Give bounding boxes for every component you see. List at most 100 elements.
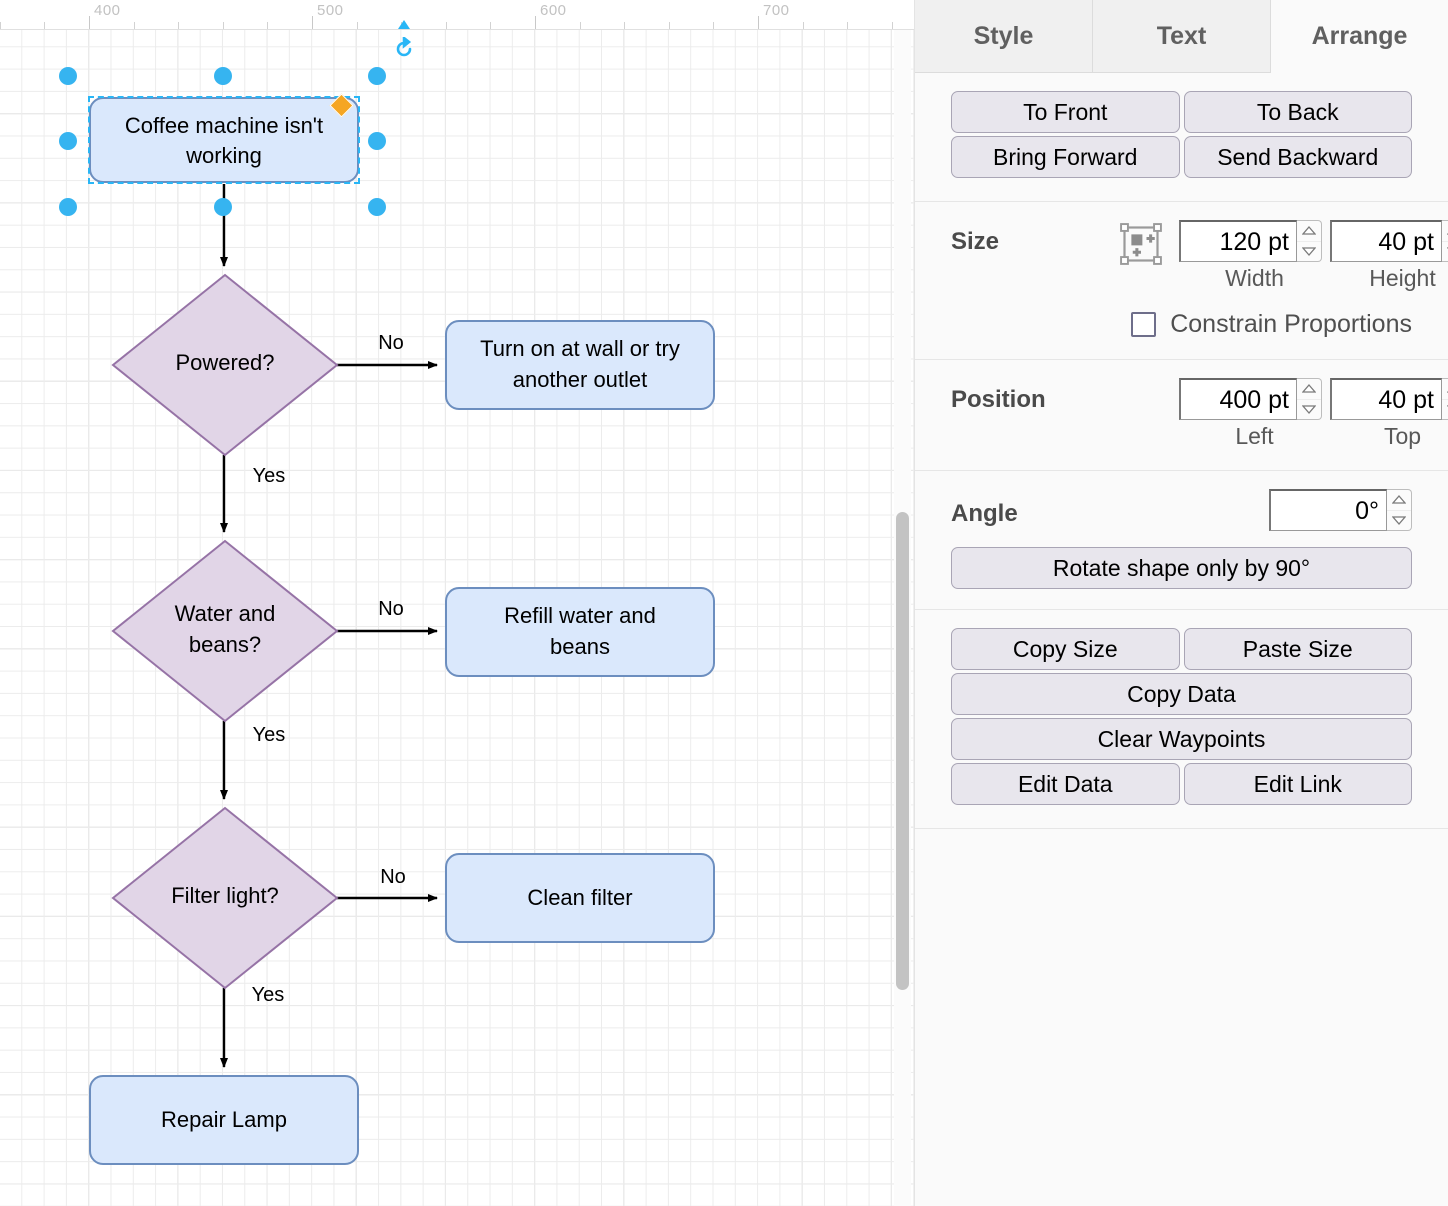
position-section: Position 400 pt [915,360,1448,471]
left-input[interactable]: 400 pt [1179,378,1297,420]
height-input[interactable]: 40 pt [1330,220,1442,262]
bring-forward-button[interactable]: Bring Forward [951,136,1180,178]
ruler-major-tick [89,16,90,29]
ruler-minor-tick [624,22,625,29]
clear-waypoints-row: Clear Waypoints [951,718,1412,760]
ruler-minor-tick [446,22,447,29]
edit-row: Edit Data Edit Link [951,763,1412,805]
clear-waypoints-button[interactable]: Clear Waypoints [951,718,1412,760]
resize-handle-se[interactable] [368,198,386,216]
height-spin-group: 40 pt [1330,220,1448,262]
width-decrement[interactable] [1297,242,1321,262]
panel-tab-bar: Style Text Arrange [915,0,1448,73]
top-increment[interactable] [1442,379,1448,400]
edit-link-button[interactable]: Edit Link [1183,763,1412,805]
height-sublabel: Height [1369,265,1436,291]
ruler-minor-tick [580,22,581,29]
size-section: Size 120 [915,202,1448,360]
ruler-minor-tick [490,22,491,29]
ruler-label: 600 [540,2,567,19]
angle-decrement[interactable] [1387,511,1411,531]
copy-size-button[interactable]: Copy Size [951,628,1180,670]
resize-handle-w[interactable] [59,132,77,150]
ruler-label: 500 [317,2,344,19]
ruler-minor-tick [223,22,224,29]
position-field-row: Position 400 pt [951,378,1448,450]
to-front-button[interactable]: To Front [951,91,1180,133]
copy-data-row: Copy Data [951,673,1412,715]
selection-overlay [59,35,416,216]
rotate-shape-90-button[interactable]: Rotate shape only by 90° [951,547,1412,589]
width-spin-group: 120 pt [1179,220,1322,262]
width-increment[interactable] [1297,221,1321,242]
left-increment[interactable] [1297,379,1321,400]
tab-arrange[interactable]: Arrange [1271,0,1448,73]
angle-stepper[interactable] [1387,489,1412,531]
top-spin-group: 40 pt [1330,378,1448,420]
angle-input[interactable]: 0° [1269,489,1387,531]
resize-handle-sw[interactable] [59,198,77,216]
width-input[interactable]: 120 pt [1179,220,1297,262]
format-panel: Style Text Arrange To Front To Back Brin… [914,0,1448,1206]
resize-handle-nw[interactable] [59,67,77,85]
order-row-2: Bring Forward Send Backward [951,136,1412,178]
angle-increment[interactable] [1387,490,1411,511]
tab-text[interactable]: Text [1093,0,1271,73]
position-inputs: 400 pt 40 pt [1179,378,1448,450]
send-backward-button[interactable]: Send Backward [1183,136,1412,178]
angle-section: Angle 0° Rotate shape only by 90° [915,471,1448,610]
height-stepper[interactable] [1442,220,1448,262]
resize-handle-e[interactable] [368,132,386,150]
left-stepper[interactable] [1297,378,1322,420]
to-back-button[interactable]: To Back [1183,91,1412,133]
top-stepper[interactable] [1442,378,1448,420]
paste-size-button[interactable]: Paste Size [1183,628,1412,670]
width-stepper[interactable] [1297,220,1322,262]
size-inputs: 120 pt 40 pt [1179,220,1448,292]
ruler-pointer-indicator [398,20,410,29]
height-increment[interactable] [1442,221,1448,242]
order-section: To Front To Back Bring Forward Send Back… [915,73,1448,202]
ruler-major-tick [312,16,313,29]
size-clipboard-row: Copy Size Paste Size [951,628,1412,670]
ruler-major-tick [758,16,759,29]
selection-outline [88,96,360,184]
scrollbar-thumb[interactable] [896,512,909,990]
resize-handle-s[interactable] [214,198,232,216]
horizontal-ruler[interactable]: 400 500 600 700 [0,0,914,30]
constrain-proportions-label: Constrain Proportions [1170,310,1412,338]
size-sublabels: Width Height [1179,265,1448,292]
position-icon-spacer [1119,378,1179,380]
canvas-vertical-scrollbar[interactable] [894,30,911,1206]
canvas-area[interactable]: No Yes No Yes No Yes [0,0,914,1206]
constrain-proportions-row[interactable]: Constrain Proportions [951,310,1412,339]
rotate-icon[interactable] [392,35,416,61]
edit-data-button[interactable]: Edit Data [951,763,1180,805]
ruler-minor-tick [892,22,893,29]
top-sublabel: Top [1383,423,1422,449]
top-decrement[interactable] [1442,400,1448,420]
resize-handle-n[interactable] [214,67,232,85]
ruler-minor-tick [134,22,135,29]
ruler-minor-tick [0,22,1,29]
ruler-major-tick [535,16,536,29]
position-sublabels: Left Top [1179,423,1448,450]
left-decrement[interactable] [1297,400,1321,420]
ruler-label: 400 [94,2,121,19]
angle-spin-group: 0° [1269,489,1412,531]
left-spin-group: 400 pt [1179,378,1322,420]
tab-style[interactable]: Style [915,0,1093,73]
actions-section: Copy Size Paste Size Copy Data Clear Way… [915,610,1448,829]
resize-handle-ne[interactable] [368,67,386,85]
constrain-proportions-checkbox[interactable] [1131,312,1157,337]
position-label: Position [951,386,1046,413]
left-sublabel: Left [1235,423,1274,449]
size-field-row: Size 120 [951,220,1448,292]
angle-label: Angle [951,500,1018,527]
autosize-icon[interactable] [1119,220,1179,271]
ruler-minor-tick [713,22,714,29]
top-input[interactable]: 40 pt [1330,378,1442,420]
ruler-label: 700 [763,2,790,19]
copy-data-button[interactable]: Copy Data [951,673,1412,715]
height-decrement[interactable] [1442,242,1448,262]
